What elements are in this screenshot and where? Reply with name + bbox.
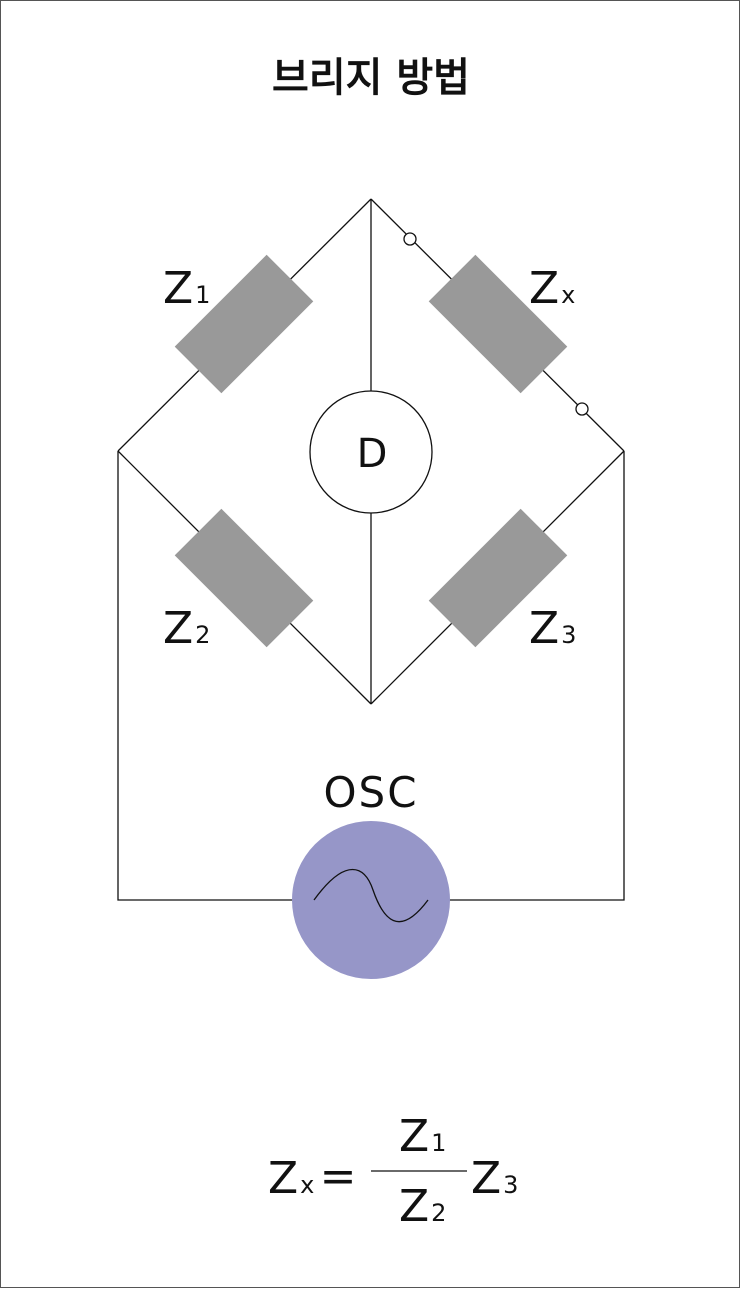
impedance-z2: [174, 508, 314, 648]
formula-lhs: Zx: [268, 1153, 314, 1204]
sine-wave-icon: [313, 869, 429, 923]
wire-osc-right: [449, 451, 625, 901]
impedance-zx: [428, 254, 568, 394]
wire-osc-left: [117, 451, 293, 901]
impedance-z3: [428, 508, 568, 648]
bridge-formula: Zx = Z1 Z2 Z3: [268, 1111, 518, 1232]
terminal-zx-bottom: [575, 402, 589, 416]
impedance-z1: [174, 254, 314, 394]
formula-multiplier: Z3: [471, 1153, 518, 1204]
label-z3: Z3: [529, 603, 576, 654]
label-z2: Z2: [163, 603, 210, 654]
formula-numerator: Z1: [399, 1111, 446, 1162]
page-title: 브리지 방법: [272, 55, 470, 101]
formula-denominator: Z2: [399, 1181, 446, 1232]
label-zx: Zx: [529, 263, 575, 314]
label-z1: Z1: [163, 263, 210, 314]
oscillator-label: OSC: [323, 768, 418, 817]
formula-equals: =: [320, 1151, 357, 1202]
detector-circle: [309, 390, 433, 514]
oscillator-circle: [292, 821, 450, 979]
detector-label: D: [357, 431, 388, 477]
terminal-zx-top: [403, 232, 417, 246]
